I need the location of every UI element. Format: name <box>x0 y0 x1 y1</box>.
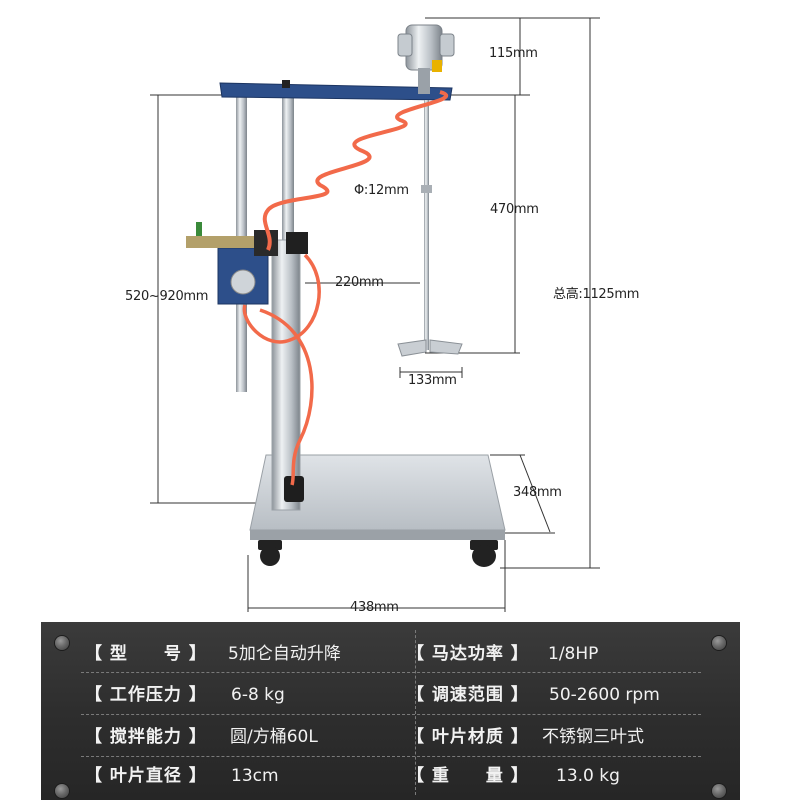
caster-wheels <box>258 540 498 567</box>
spec-value: 1/8HP <box>548 644 599 664</box>
dim-arm-reach: 220mm <box>335 275 384 290</box>
dimension-lines <box>150 17 600 612</box>
spec-value: 50-2600 rpm <box>549 685 660 705</box>
spec-row: 【 搅拌能力 】 圆/方桶60L 【 叶片材质 】 不锈钢三叶式 <box>41 717 740 757</box>
screw-icon <box>712 784 726 798</box>
mixer-illustration <box>150 17 600 612</box>
dim-lift-range: 520~920mm <box>125 289 209 304</box>
spec-label: 【 调速范围 】 <box>407 685 529 705</box>
screw-icon <box>55 636 69 650</box>
screw-icon <box>55 784 69 798</box>
row-divider <box>81 756 701 757</box>
row-divider <box>81 672 701 673</box>
spec-label: 【 型 号 】 <box>85 644 207 664</box>
dim-base-depth: 348mm <box>513 485 562 500</box>
spec-value: 5加仑自动升降 <box>228 644 341 664</box>
screw-icon <box>712 636 726 650</box>
spec-label: 【 马达功率 】 <box>407 644 529 664</box>
spec-label: 【 叶片直径 】 <box>85 766 207 786</box>
dim-hose-diameter: Φ:12mm <box>354 183 409 198</box>
spec-label: 【 叶片材质 】 <box>407 727 529 747</box>
spec-label: 【 重 量 】 <box>407 766 529 786</box>
spec-row: 【 叶片直径 】 13cm 【 重 量 】 13.0 kg <box>41 756 740 796</box>
column-divider <box>415 630 416 795</box>
dim-total-height: 总高:1125mm <box>553 287 640 302</box>
product-figure: 115mm Φ:12mm 470mm 220mm 总高:1125mm 520~9… <box>125 17 640 615</box>
dim-motor-height: 115mm <box>489 46 538 61</box>
spec-value: 13cm <box>231 766 279 786</box>
spec-value: 6-8 kg <box>231 685 285 705</box>
spec-value: 13.0 kg <box>556 766 620 786</box>
spec-panel: 【 型 号 】 5加仑自动升降 【 马达功率 】 1/8HP 【 工作压力 】 … <box>41 622 740 800</box>
row-divider <box>81 714 701 715</box>
spec-value: 不锈钢三叶式 <box>542 727 644 747</box>
dim-base-width: 438mm <box>350 600 399 615</box>
spec-row: 【 型 号 】 5加仑自动升降 【 马达功率 】 1/8HP <box>41 634 740 674</box>
spec-value: 圆/方桶60L <box>230 727 318 747</box>
dim-blade-diameter: 133mm <box>408 373 457 388</box>
spec-label: 【 搅拌能力 】 <box>85 727 207 747</box>
dim-shaft-length: 470mm <box>490 202 539 217</box>
spec-row: 【 工作压力 】 6-8 kg 【 调速范围 】 50-2600 rpm <box>41 675 740 715</box>
spec-label: 【 工作压力 】 <box>85 685 207 705</box>
